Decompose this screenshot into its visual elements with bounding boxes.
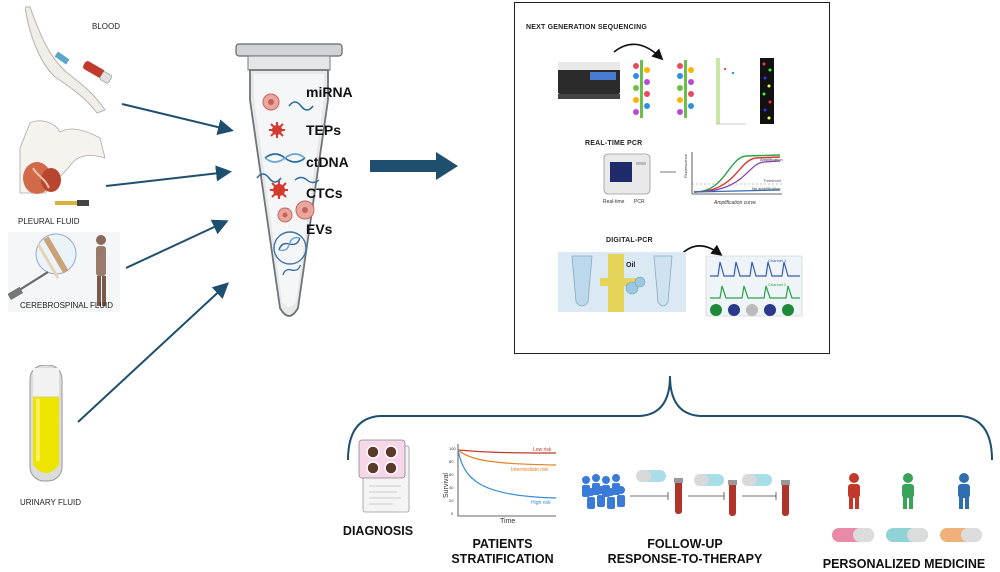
arrow-pleural (105, 165, 232, 187)
analyte-icons (256, 93, 320, 276)
rtpcr-caption-right: PCR (634, 199, 645, 205)
survival-ytick-5: 0 (451, 511, 454, 516)
dpcr-ch2-label: Channel 2 (768, 282, 787, 287)
diagnosis-label: DIAGNOSIS (342, 524, 414, 538)
blood-label: BLOOD (92, 22, 121, 31)
pleural-illustration (15, 118, 115, 213)
pill-icon-2 (694, 474, 724, 486)
rtpcr-caption-left: Real-time (603, 199, 625, 205)
rtpcr-yaxis: Fluorescence (683, 153, 688, 178)
pill-icon-1 (636, 470, 666, 482)
arrow-blood (121, 103, 234, 135)
low-risk-curve (457, 449, 557, 454)
sequencer-icon (558, 62, 620, 99)
dpcr-title: DIGITAL-PCR (606, 237, 653, 244)
patients-group-icon (582, 474, 625, 509)
ctdna-helix-icon (264, 153, 306, 163)
csf-illustration (7, 232, 120, 312)
dpcr-figure (558, 244, 803, 317)
urinary-label: URINARY FLUID (20, 498, 82, 507)
pill-teal-icon (886, 528, 928, 542)
high-risk-label: High risk (531, 500, 551, 506)
personalized-label: PERSONALIZED MEDICINE (822, 557, 986, 571)
survival-ytick-4: 20 (449, 498, 454, 503)
amplification-curve-icon (691, 152, 782, 195)
rtpcr-amp-label: Amplification (760, 157, 783, 162)
person-blue-icon (958, 473, 970, 509)
blood-illustration (24, 5, 120, 115)
droplet-generator-icon (558, 252, 686, 312)
diagnosis-icon (358, 439, 410, 513)
rtpcr-threshold-label: Threshold (763, 178, 781, 183)
followup-label-1: FOLLOW-UP (647, 537, 723, 551)
dna-clusters-icon (633, 60, 650, 118)
rtpcr-figure (603, 152, 782, 195)
ngs-figure (558, 43, 774, 125)
dna-clusters-2-icon (677, 60, 694, 118)
dpcr-ch1-label: Channel 1 (768, 258, 787, 263)
intermediate-risk-label: Intermediate risk (511, 467, 548, 473)
arrow-csf (125, 219, 229, 269)
rtpcr-noamp-label: No amplification (752, 186, 781, 191)
low-risk-label: Low risk (533, 447, 552, 453)
analyte-evs: EVs (306, 221, 333, 237)
dna-helix-bottom-icon (278, 236, 301, 252)
pill-pink-icon (832, 528, 874, 542)
survival-ytick-3: 40 (449, 485, 454, 490)
person-green-icon (902, 473, 914, 509)
survival-ytick-0: 100 (449, 446, 456, 451)
platelet-icon (269, 122, 285, 138)
survival-xlabel: Time (500, 518, 516, 525)
rtpcr-curve-caption: Amplification curve (714, 200, 756, 206)
urine-tube-illustration (28, 364, 64, 483)
high-risk-curve (457, 449, 557, 499)
survival-ytick-2: 60 (449, 472, 454, 477)
personalized-figure (832, 473, 982, 542)
pill-icon-3 (742, 474, 772, 486)
intermediate-risk-curve (457, 449, 557, 466)
followup-figure (582, 470, 790, 516)
survival-ytick-1: 80 (449, 459, 454, 464)
droplet-readout-icon (705, 255, 803, 317)
person-red-icon (848, 473, 860, 509)
rtpcr-title: REAL-TIME PCR (585, 140, 643, 147)
analyte-mirna: miRNA (306, 84, 353, 100)
analyte-ctdna: ctDNA (306, 154, 349, 170)
arrow-urine (77, 282, 229, 423)
survival-ylabel: Survival (443, 473, 450, 498)
blood-tube-icon-3 (781, 480, 790, 516)
csf-label: CEREBROSPINAL FLUID (20, 301, 114, 310)
ngs-title: NEXT GENERATION SEQUENCING (526, 24, 647, 31)
mirna-strand-icon (288, 101, 314, 111)
analyte-teps: TEPs (306, 122, 342, 138)
read-strand-icon (716, 58, 734, 124)
pleural-label: PLEURAL FLUID (18, 217, 80, 226)
followup-label-2: RESPONSE-TO-THERAPY (607, 552, 763, 566)
block-arrow (370, 152, 458, 180)
pcr-machine-icon (603, 153, 651, 195)
dpcr-oil-label: Oil (626, 262, 636, 269)
sample-tube (228, 40, 350, 325)
ctc-cell-icon (270, 181, 288, 199)
blood-tube-icon-2 (728, 480, 737, 516)
ctdna-strand-icon (256, 173, 282, 183)
curly-brace (347, 375, 993, 461)
blood-tube-icon-1 (674, 478, 683, 514)
stratification-label-2: STRATIFICATION (451, 552, 554, 566)
pill-orange-icon (940, 528, 982, 542)
survival-chart (457, 444, 557, 517)
stratification-label-1: PATIENTS (472, 537, 533, 551)
flowcell-image-icon (760, 58, 774, 124)
source-arrows (77, 103, 234, 423)
analyte-ctcs: CTCs (306, 185, 343, 201)
